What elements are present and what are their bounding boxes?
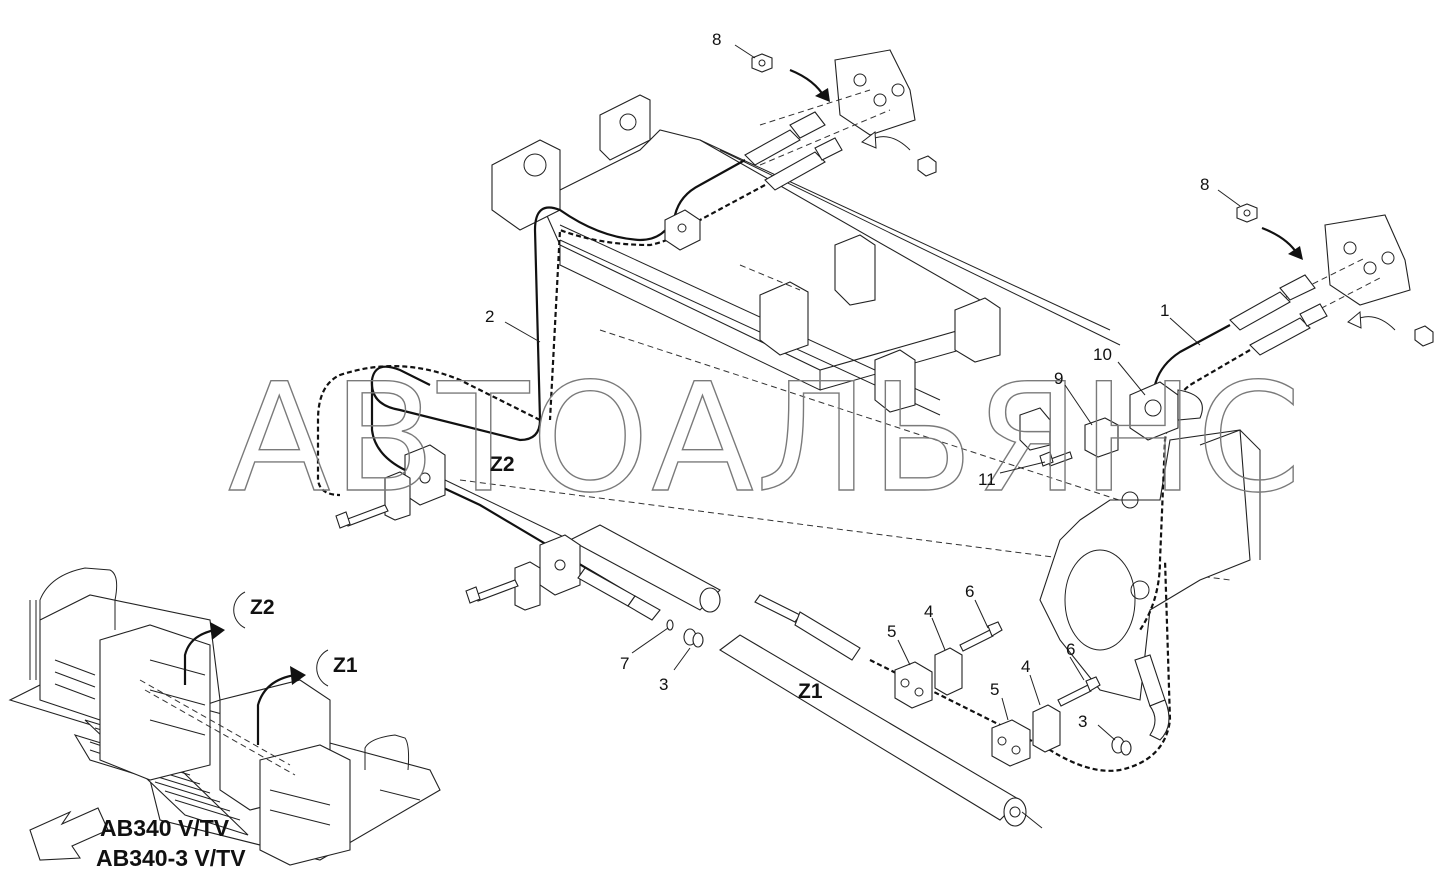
clamp-left-lower (514, 534, 581, 611)
callout-5-lower: 5 (990, 680, 999, 699)
bolt-left-lower (465, 579, 519, 604)
right-side-bracket (1039, 429, 1261, 701)
clamp-block-5-lower (991, 719, 1031, 767)
arrow-out-head-right (1347, 310, 1362, 329)
zone-z1-overview: Z1 (333, 654, 358, 677)
nut-8-top (751, 53, 773, 73)
hose-fitting-right (1229, 274, 1328, 356)
clamp-block-10 (1129, 381, 1203, 441)
callout-3-z1: 3 (659, 675, 668, 694)
main-frame (444, 94, 1231, 829)
model-pointer-arrow (29, 807, 109, 861)
zone-z1-bracket (316, 649, 329, 687)
callout-10: 10 (1093, 345, 1112, 364)
washer-7 (666, 619, 674, 631)
bolt-left-upper (335, 504, 389, 529)
switch-bracket (1019, 407, 1051, 451)
bolt-6-lower (1057, 676, 1101, 707)
callout-2: 2 (485, 307, 494, 326)
callout-8-right: 8 (1200, 175, 1209, 194)
machine-overview (8, 567, 441, 866)
callout-8-top: 8 (712, 30, 721, 49)
hose-fitting-lower-right (1134, 654, 1170, 741)
bolt-6-upper (959, 621, 1003, 652)
fitting-3-right (1111, 736, 1132, 756)
clamp-plate-4-upper (934, 647, 963, 696)
hose-fitting-top (744, 111, 843, 191)
fitting-3-z1 (683, 628, 704, 648)
hose-loop-left (316, 365, 541, 497)
zone-z2-detail: Z2 (490, 453, 515, 476)
zone-z2-overview: Z2 (250, 596, 275, 619)
model-label-1: AB340 V/TV (100, 815, 230, 841)
mounting-plate-top (759, 49, 916, 166)
callout-3-right: 3 (1078, 712, 1087, 731)
arrow-out-head-top (861, 131, 877, 149)
hose-z1-routing (869, 559, 1172, 772)
watermark-text: АВТОАЛЬЯНС (228, 352, 1303, 526)
clamp-left-upper (384, 444, 446, 521)
callout-7: 7 (620, 654, 629, 673)
callout-leaders (504, 44, 1241, 741)
callout-1: 1 (1160, 301, 1169, 320)
callout-6-lower: 6 (1066, 640, 1075, 659)
model-label-2: AB340-3 V/TV (96, 845, 246, 871)
clamp-block-5-upper (894, 661, 933, 709)
callout-11: 11 (978, 470, 996, 489)
hose-fitting-z1 (577, 567, 861, 661)
callout-5-upper: 5 (887, 622, 896, 641)
nut-8-right (1236, 203, 1258, 223)
callout-6-upper: 6 (965, 582, 974, 601)
clamp-plate-9 (1084, 417, 1119, 458)
callout-9: 9 (1054, 369, 1063, 388)
clamp-block-top (664, 209, 701, 251)
arrow-head-top (815, 88, 830, 102)
callout-4-lower: 4 (1021, 657, 1030, 676)
nut-top-small (917, 155, 937, 177)
callout-4-upper: 4 (924, 602, 933, 621)
zone-z2-bracket (233, 591, 246, 629)
zone-z1-detail: Z1 (798, 680, 823, 703)
clamp-plate-4-lower (1032, 704, 1061, 753)
nut-right-small (1414, 325, 1434, 347)
arrow-head-right (1288, 246, 1303, 260)
